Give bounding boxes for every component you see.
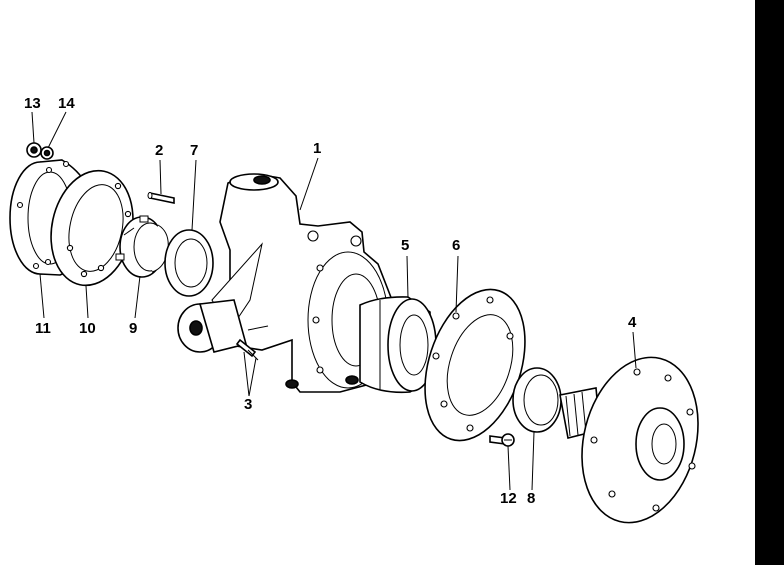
label-7: 7: [190, 142, 199, 159]
label-6: 6: [452, 237, 461, 254]
label-10: 10: [79, 320, 96, 337]
washer-14: [40, 146, 54, 160]
bearing-5: [359, 296, 437, 394]
label-8: 8: [527, 490, 536, 507]
label-9: 9: [129, 320, 138, 337]
label-5: 5: [401, 237, 410, 254]
label-2: 2: [155, 142, 164, 159]
nut-13: [26, 142, 42, 158]
seal-ring-7: [164, 229, 214, 297]
screw-12: [489, 433, 515, 447]
housing-1: [177, 173, 393, 393]
gasket-10: [50, 169, 134, 287]
label-1: 1: [313, 140, 322, 157]
label-3: 3: [244, 396, 253, 413]
label-14: 14: [58, 95, 75, 112]
label-4: 4: [628, 314, 637, 331]
flange-6: [424, 288, 526, 442]
scan-edge-bar: [755, 0, 784, 565]
label-13: 13: [24, 95, 41, 112]
pin-2: [147, 192, 175, 204]
hub-4: [559, 356, 699, 524]
ring-nut-9: [115, 215, 169, 278]
label-11: 11: [35, 320, 51, 337]
leader-lines: [31, 111, 637, 491]
label-12: 12: [500, 490, 517, 507]
ring-8: [512, 367, 562, 433]
